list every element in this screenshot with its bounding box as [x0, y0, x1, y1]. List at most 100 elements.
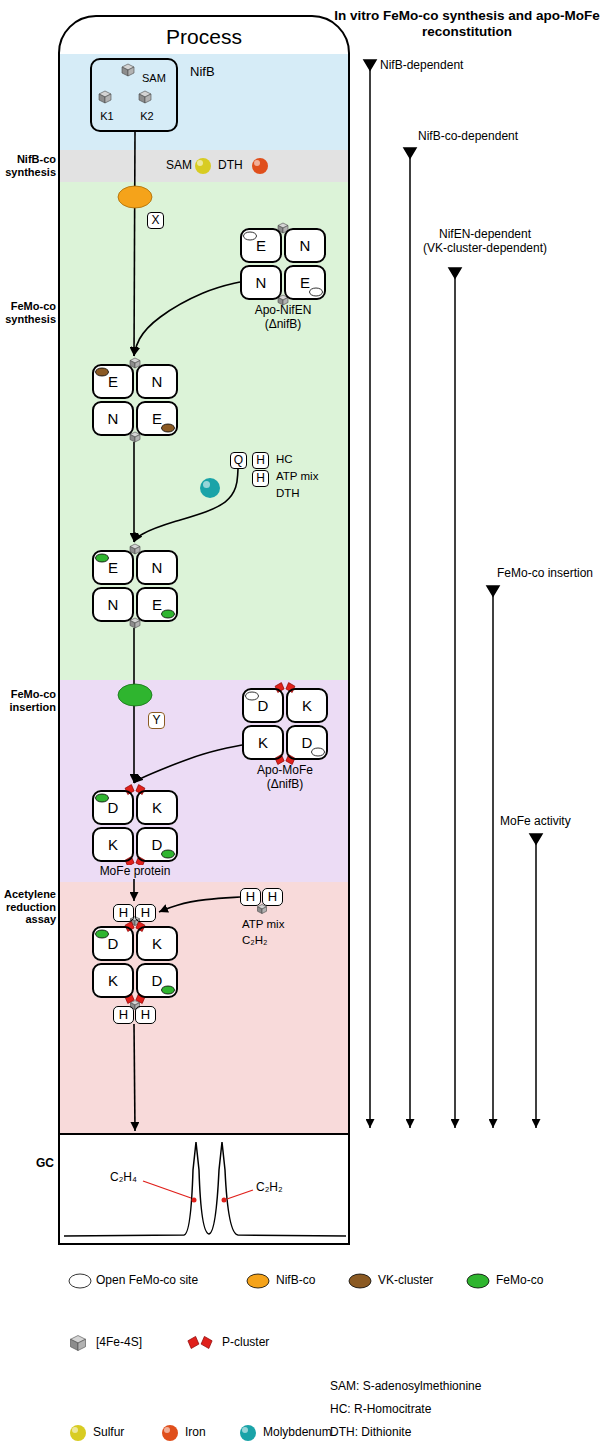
fe4s4-cube — [262, 907, 267, 914]
femo-co-oval — [118, 684, 152, 706]
word: (ΔnifB) — [267, 777, 304, 791]
factor-box: Q — [230, 452, 247, 469]
protein-label: Apo-MoFe (ΔnifB) — [247, 764, 323, 792]
word: H — [268, 889, 277, 904]
word: E — [300, 274, 310, 291]
subunit-letter: N — [108, 410, 119, 427]
subunit-letter: K — [152, 799, 162, 816]
flow-arrow — [134, 1024, 135, 1131]
subunit-fill — [286, 688, 328, 723]
fe4s4-cube — [139, 94, 145, 103]
mofe-subunit: K — [286, 688, 328, 723]
node-text: SAM — [142, 72, 166, 85]
flow-arrow — [134, 132, 135, 356]
word: H — [119, 1007, 128, 1022]
fe-protein-subunit: H — [113, 904, 134, 922]
fe4s4-cube — [135, 621, 140, 629]
p-cluster — [136, 994, 145, 1004]
stage-label: FeMo-co synthesis — [2, 300, 56, 325]
legend-item — [349, 1274, 371, 1288]
word: C₂H₂ — [242, 934, 268, 946]
word: H — [141, 1007, 150, 1022]
dependency-arrow — [535, 844, 537, 1128]
node-text: C₂H₄ — [110, 1171, 137, 1185]
molybdenum-sphere — [200, 478, 220, 498]
subunit-letter: H — [119, 906, 128, 921]
start-triangle — [449, 268, 461, 278]
sphere-highlight — [242, 1427, 248, 1433]
dependency-arrow — [454, 278, 456, 1128]
word: synthesis — [5, 166, 56, 178]
subunit-letter: H — [256, 472, 265, 486]
fe4s4-cube — [130, 621, 135, 629]
word: NifB-dependent — [380, 58, 463, 72]
node-text: K1 — [95, 110, 119, 123]
word: H — [256, 453, 265, 467]
subunit-fill — [240, 888, 261, 906]
word: D — [302, 734, 313, 751]
subunit-fill — [148, 712, 165, 729]
node-text: K2 — [135, 110, 159, 123]
subunit-fill — [136, 364, 178, 399]
dependency-label: FeMo-co insertion — [497, 567, 593, 581]
mofe-subunit: K — [92, 827, 134, 862]
subunit-fill — [284, 265, 326, 300]
nifen-subunit: N — [136, 364, 178, 399]
word: ATP — [276, 470, 297, 482]
nifen-subunit: E — [136, 401, 178, 436]
reagent-label: HC — [276, 453, 293, 466]
word: DTH: — [330, 1425, 358, 1439]
legend-swatch — [467, 1274, 489, 1288]
word: Apo-MoFe — [257, 763, 313, 777]
mofe-subunit: D — [242, 688, 284, 723]
subunit-fill — [262, 888, 283, 906]
nifen-subunit: N — [284, 228, 326, 263]
subunit-fill — [240, 265, 282, 300]
word: activity — [534, 814, 571, 828]
dependency-label: NifB-dependent — [380, 59, 463, 73]
dependency-arrow — [409, 158, 411, 1128]
subunit-letter: Q — [234, 454, 243, 468]
legend-swatch — [69, 1274, 91, 1288]
cofactor-site — [310, 288, 323, 296]
cofactor-site — [162, 610, 175, 618]
subunit-letter: N — [300, 237, 311, 254]
subunit-fill — [147, 212, 164, 229]
nifen-subunit: N — [92, 401, 134, 436]
node-text: GC — [2, 1157, 54, 1171]
subunit-letter: D — [108, 935, 119, 952]
cofactor-site — [96, 930, 109, 938]
word: HC: — [330, 1402, 351, 1416]
word: H — [119, 905, 128, 920]
cofactor-site — [96, 554, 109, 562]
fe4s4-cube — [105, 94, 111, 103]
word: NifB — [190, 64, 215, 79]
word: N — [256, 274, 267, 291]
reagent-label: C₂H₂ — [242, 934, 268, 947]
cofactor-site — [96, 368, 109, 376]
word: K — [152, 935, 162, 952]
sphere-highlight — [164, 1427, 170, 1433]
word: MoFe — [100, 864, 131, 878]
nifen-subunit: N — [136, 550, 178, 585]
nifb-co-oval — [118, 186, 152, 208]
reagent-label: DTH — [218, 159, 243, 173]
subunit-letter: H — [246, 890, 255, 905]
subunit-letter: H — [256, 454, 265, 468]
node-text: Process — [60, 25, 348, 49]
p-cluster — [125, 994, 134, 1004]
flow-arrow — [134, 282, 240, 356]
mofe-subunit: D — [136, 827, 178, 862]
word: P-cluster — [222, 1335, 269, 1349]
word: NifB-co — [17, 153, 56, 165]
node-text: C₂H₂ — [256, 1181, 283, 1195]
start-triangle — [530, 834, 542, 844]
flow-arrow — [134, 745, 242, 783]
fe4s4-cube — [130, 435, 135, 443]
subunit-fill — [136, 401, 178, 436]
subunit-fill — [136, 550, 178, 585]
word: X — [151, 213, 159, 227]
mofe-subunit: D — [286, 725, 328, 760]
mofe-subunit: D — [136, 963, 178, 998]
legend-item — [188, 1336, 212, 1348]
